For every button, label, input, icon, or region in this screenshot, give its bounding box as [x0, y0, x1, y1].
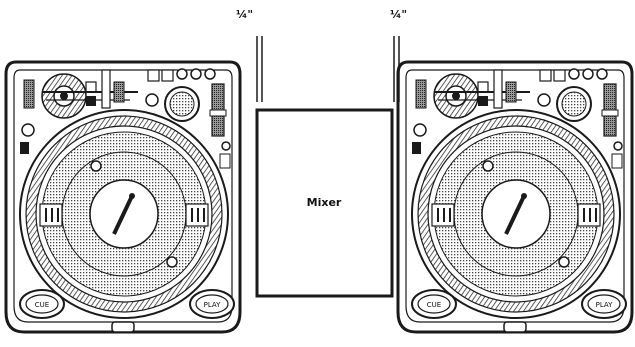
right-dj-deck: CUE PLAY	[396, 60, 634, 334]
left-dj-deck: CUE PLAY	[4, 60, 242, 334]
mixer-label: Mixer	[307, 196, 342, 209]
right-cable-label: ¼"	[390, 8, 407, 21]
left-cable: ¼"	[236, 8, 263, 102]
left-cable-label: ¼"	[236, 8, 253, 21]
right-play-button-label: PLAY	[596, 301, 614, 309]
left-play-button-label: PLAY	[204, 301, 222, 309]
left-cue-button-label: CUE	[35, 301, 49, 309]
right-cue-button-label: CUE	[427, 301, 441, 309]
right-cable: ¼"	[390, 8, 407, 102]
mixer-box: Mixer	[255, 108, 394, 298]
